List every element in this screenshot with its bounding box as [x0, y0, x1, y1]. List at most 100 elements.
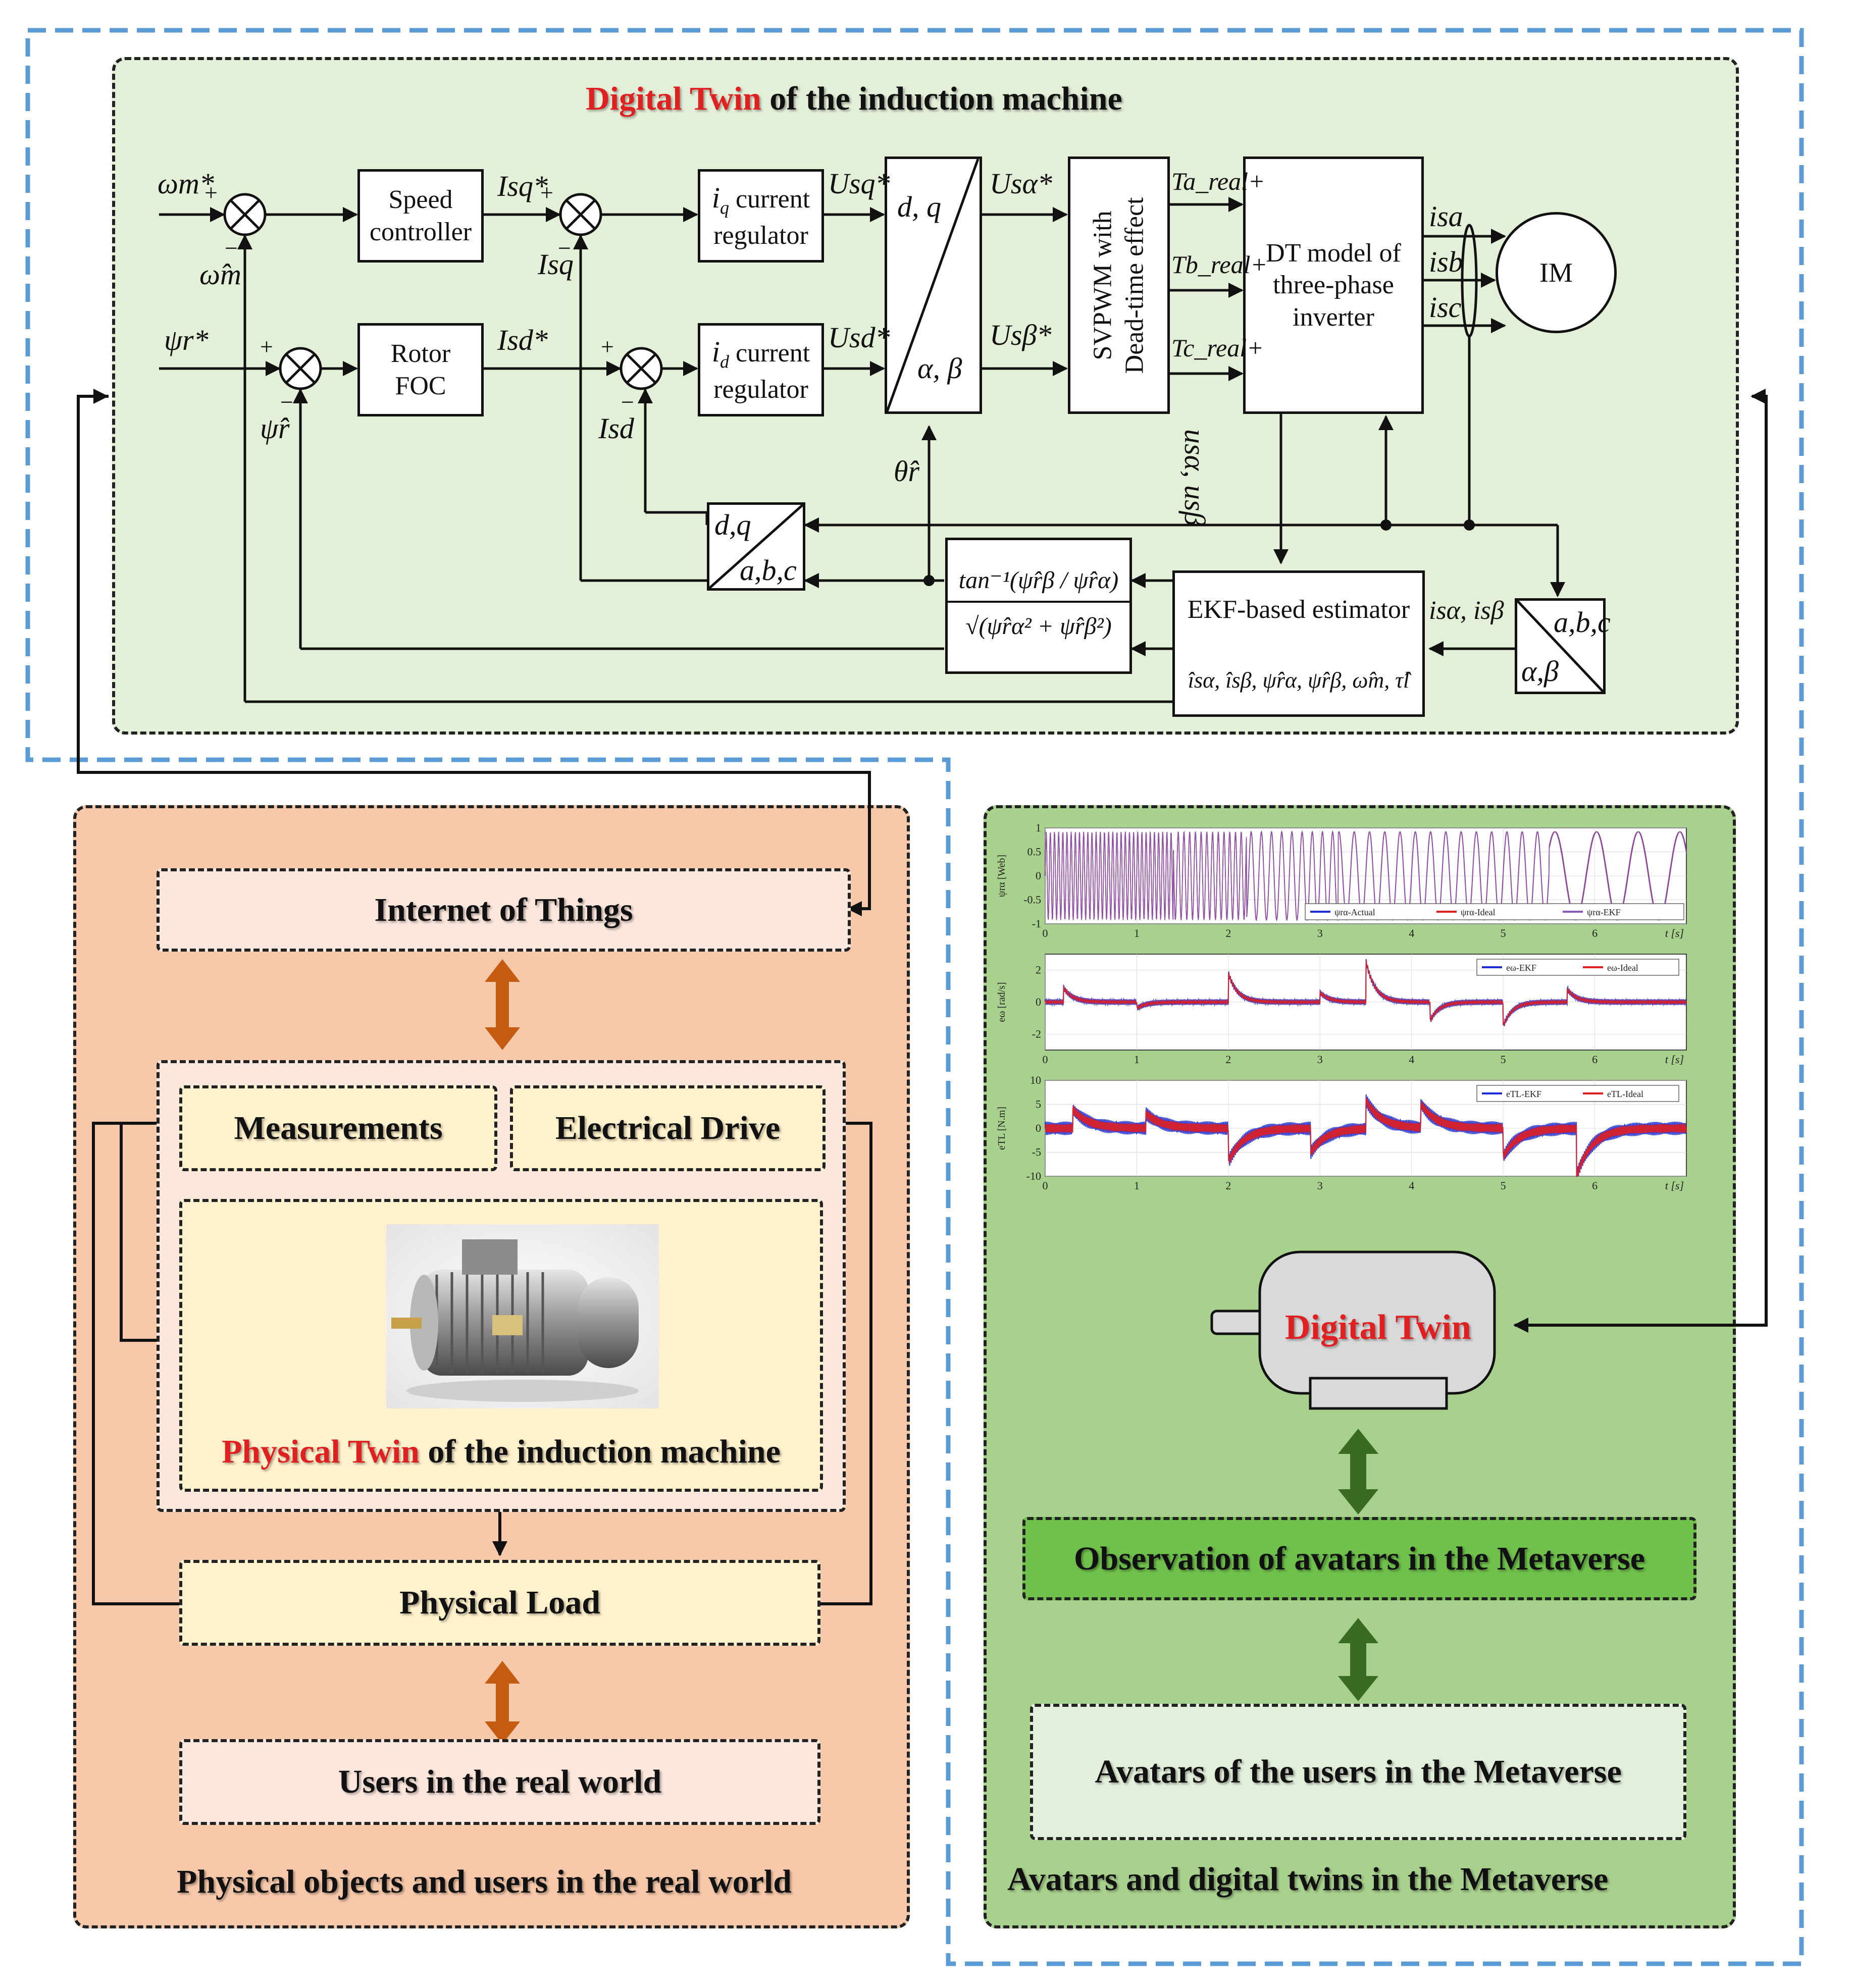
chart-0-y-tick: -1	[1032, 917, 1041, 930]
measurements-box: Measurements	[179, 1085, 497, 1171]
chart-0-legend-label-1: ψrα-Ideal	[1461, 907, 1496, 917]
chart-1-y-tick: -2	[1032, 1027, 1041, 1040]
observation-box: Observation of avatars in the Metaverse	[1022, 1517, 1696, 1600]
abc-to-alphabeta-block: a,b,c α,β	[1515, 598, 1611, 694]
green-arrow-2	[1338, 1618, 1378, 1701]
chart-0-y-tick: -0.5	[1023, 894, 1041, 906]
chart-2-y-tick: -10	[1026, 1170, 1041, 1182]
isa-label: isa	[1429, 200, 1463, 233]
minus-sign-4: −	[621, 389, 634, 415]
chart-2-x-tick: 1	[1134, 1179, 1140, 1192]
tan-inverse-label: tan⁻¹(ψ̂rβ / ψ̂rα)	[948, 561, 1129, 603]
chart-0-ylabel: ψrα [Web]	[996, 855, 1007, 897]
chart-0-x-tick: 4	[1409, 927, 1414, 939]
chart-1-x-tick: 4	[1409, 1053, 1414, 1066]
chart-0-legend-label-2: ψrα-EKF	[1587, 907, 1621, 917]
chart-1-legend	[1476, 959, 1679, 976]
rotor-foc-block: Rotor FOC	[357, 323, 484, 416]
id-current-regulator-block: id current regulator	[698, 323, 824, 416]
chart-0-legend	[1305, 903, 1684, 920]
dq-abc-block: d,q a,b,c	[707, 502, 805, 591]
minus-sign-2: −	[280, 389, 293, 415]
theta-hat-label: θ̂r	[894, 455, 920, 488]
iot-box: Internet of Things	[157, 868, 851, 952]
chart-1-xlabel: t [s]	[1665, 1053, 1684, 1066]
avatars-box: Avatars of the users in the Metaverse	[1030, 1704, 1686, 1840]
isb-label: isb	[1429, 245, 1463, 278]
isd-ref-label: Isd*	[497, 324, 548, 356]
physical-panel-caption: Physical objects and users in the real w…	[177, 1863, 792, 1900]
abc-right-label: a,b,c	[1554, 606, 1611, 639]
chart-1-y-tick: 0	[1036, 996, 1041, 1008]
ekf-estimator-block: EKF-based estimator îsα, îsβ, ψ̂rα, ψ̂rβ…	[1172, 570, 1425, 717]
chart-0-x-tick: 0	[1043, 927, 1048, 939]
usa-label: Usα*	[990, 167, 1052, 200]
orange-arrow-1	[485, 959, 520, 1050]
physical-load-box: Physical Load	[179, 1560, 820, 1646]
chart-1-x-tick: 5	[1501, 1053, 1506, 1066]
u-alpha-beta-label: usα, usβ	[1178, 429, 1211, 526]
chart-0-y-tick: 0.5	[1027, 846, 1042, 858]
chart-2-x-tick: 2	[1225, 1179, 1231, 1192]
usq-label: Usq*	[828, 167, 890, 200]
svpwm-label: SVPWM with Dead-time effect	[1088, 197, 1149, 374]
ab-right-label: α,β	[1521, 655, 1559, 688]
isc-label: isc	[1429, 291, 1462, 324]
alphabeta-label: α, β	[917, 352, 962, 385]
plus-sign-1: +	[204, 180, 218, 205]
estimation-charts: 0 1 2 3 4 5 6 1 0.5 0 -0.5 -1 t [s] ψrα [Web] ψrα-Actu…	[996, 821, 1687, 1192]
usd-label: Usd*	[828, 321, 890, 354]
chart-2-series-1	[1044, 1097, 1687, 1178]
omega-ref-label: ωm*	[158, 167, 214, 200]
omega-hat-label: ω̂m	[199, 258, 241, 291]
chart-1-y-tick: 2	[1036, 964, 1041, 976]
psi-ref-label: ψr*	[164, 324, 209, 356]
induction-machine-circle: IM	[1496, 212, 1617, 333]
electrical-drive-box: Electrical Drive	[510, 1085, 826, 1171]
chart-0-x-tick: 3	[1317, 927, 1323, 939]
title-rest: of the induction machine	[761, 80, 1122, 117]
induction-motor-image	[386, 1224, 659, 1408]
flux-angle-magnitude-block: tan⁻¹(ψ̂rβ / ψ̂rα) √(ψ̂rα² + ψ̂rβ²)	[945, 538, 1132, 674]
chart-2-y-tick: 5	[1036, 1098, 1041, 1111]
chart-2-x-tick: 4	[1409, 1179, 1414, 1192]
chart-1-x-tick: 2	[1225, 1053, 1231, 1066]
chart-0-x-tick: 1	[1134, 927, 1140, 939]
speed-controller-block: Speed controller	[357, 169, 484, 263]
chart-1-x-tick: 3	[1317, 1053, 1323, 1066]
chart-0-y-tick: 1	[1036, 821, 1041, 834]
tb-label: Tb_real+	[1171, 250, 1268, 279]
chart-1-legend-label-1: eω-Ideal	[1607, 963, 1638, 973]
id-regulator-label: current regulator	[713, 339, 810, 404]
chart-1-legend-label-0: eω-EKF	[1506, 963, 1536, 973]
minus-sign-3: −	[558, 235, 571, 261]
chart-1-ylabel: eω [rad/s]	[996, 982, 1007, 1022]
psi-hat-label: ψ̂r	[260, 412, 290, 445]
orange-arrow-2	[485, 1661, 520, 1744]
svpwm-block: SVPWM with Dead-time effect	[1068, 156, 1170, 414]
is-alpha-beta-label: isα, isβ	[1429, 596, 1504, 625]
chart-0-legend-label-0: ψrα-Actual	[1334, 907, 1375, 917]
chart-2-y-tick: -5	[1032, 1146, 1041, 1159]
dq-label: d, q	[897, 190, 941, 223]
green-arrow-1	[1338, 1429, 1378, 1514]
isq-ref-label: Isq*	[497, 170, 548, 202]
chart-0-x-tick: 6	[1592, 927, 1598, 939]
dt-inverter-model-block: DT model of three-phase inverter	[1243, 156, 1424, 414]
chart-2-legend	[1476, 1085, 1679, 1102]
isq-label: Isq	[538, 248, 574, 281]
chart-2-ylabel: eTL [N.m]	[996, 1107, 1007, 1150]
physical-twin-rest: of the induction machine	[419, 1433, 781, 1470]
title-red: Digital Twin	[586, 80, 761, 117]
plus-sign-3: +	[540, 180, 553, 205]
plus-sign-4: +	[601, 334, 614, 359]
chart-2-xlabel: t [s]	[1665, 1179, 1684, 1192]
digital-twin-motor-shape	[1210, 1250, 1496, 1410]
usb-label: Usβ*	[990, 319, 1052, 351]
iq-current-regulator-block: iq current regulator	[698, 169, 824, 263]
dq-to-alphabeta-block: d, q α, β	[885, 156, 982, 414]
abc-small-label: a,b,c	[740, 554, 797, 587]
minus-sign-1: −	[225, 235, 238, 261]
